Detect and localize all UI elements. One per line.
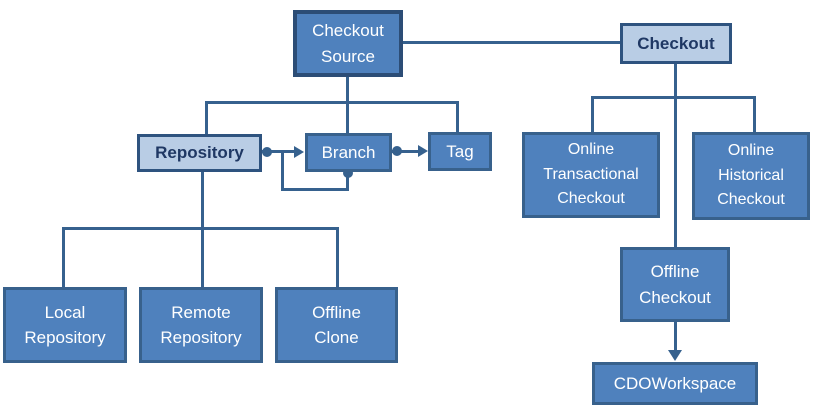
edge-checkoutsource-checkout xyxy=(403,41,620,44)
edge-branch-selfloop-bottom xyxy=(281,188,349,191)
node-tag: Tag xyxy=(428,132,492,171)
edge-branch-tag xyxy=(392,150,420,153)
node-online-historical-checkout: Online Historical Checkout xyxy=(692,132,810,220)
node-online-transactional-checkout: Online Transactional Checkout xyxy=(522,132,660,218)
node-offline-clone-label: Offline Clone xyxy=(312,302,361,348)
node-offline-clone: Offline Clone xyxy=(275,287,398,363)
node-repository-label: Repository xyxy=(155,143,244,163)
node-local-repository: Local Repository xyxy=(3,287,127,363)
node-branch: Branch xyxy=(305,133,392,172)
node-checkout: Checkout xyxy=(620,23,732,64)
node-checkout-source-label: Checkout Source xyxy=(312,21,384,66)
arrowhead-into-tag xyxy=(418,145,428,157)
edge-right-bracket-horizontal xyxy=(591,96,756,99)
aggregation-dot-branch-bottom xyxy=(343,168,353,178)
node-checkout-source: Checkout Source xyxy=(293,10,403,77)
edge-bracket-to-onlinetransactional xyxy=(591,96,594,133)
aggregation-dot-branch-right xyxy=(392,146,402,156)
arrowhead-into-cdoworkspace xyxy=(668,350,682,361)
node-tag-label: Tag xyxy=(446,141,474,161)
edge-left-bracket-horizontal xyxy=(205,101,459,104)
edge-bracket-to-repository xyxy=(205,101,208,135)
edge-bracket-to-tag xyxy=(456,101,459,132)
edge-checkoutsource-branch xyxy=(346,76,349,133)
aggregation-dot-repository xyxy=(262,147,272,157)
node-online-historical-checkout-label: Online Historical Checkout xyxy=(717,141,785,209)
node-repository: Repository xyxy=(137,134,262,172)
node-remote-repository-label: Remote Repository xyxy=(160,302,242,348)
node-online-transactional-checkout-label: Online Transactional Checkout xyxy=(543,140,639,208)
node-remote-repository: Remote Repository xyxy=(139,287,263,363)
node-branch-label: Branch xyxy=(321,142,376,162)
edge-repository-branch xyxy=(262,150,296,153)
arrowhead-into-branch xyxy=(294,146,304,158)
edge-branch-selfloop-drop xyxy=(281,151,284,191)
edge-branch-selfloop-rise xyxy=(346,172,349,191)
edge-bracket-to-offlineclone xyxy=(336,227,339,288)
edge-lower-bracket-horizontal xyxy=(62,227,339,230)
edge-bracket-to-onlinehistorical xyxy=(753,96,756,133)
node-cdo-workspace: CDOWorkspace xyxy=(592,362,758,405)
node-offline-checkout-label: Offline Checkout xyxy=(639,262,711,307)
node-checkout-label: Checkout xyxy=(637,33,715,53)
node-cdo-workspace-label: CDOWorkspace xyxy=(613,373,737,393)
edge-repository-down xyxy=(201,172,204,288)
edge-checkout-down xyxy=(674,63,677,247)
edge-bracket-to-localrepository xyxy=(62,227,65,288)
node-offline-checkout: Offline Checkout xyxy=(620,247,730,322)
edge-offlinecheckout-cdoworkspace xyxy=(674,322,677,352)
node-local-repository-label: Local Repository xyxy=(24,302,106,348)
